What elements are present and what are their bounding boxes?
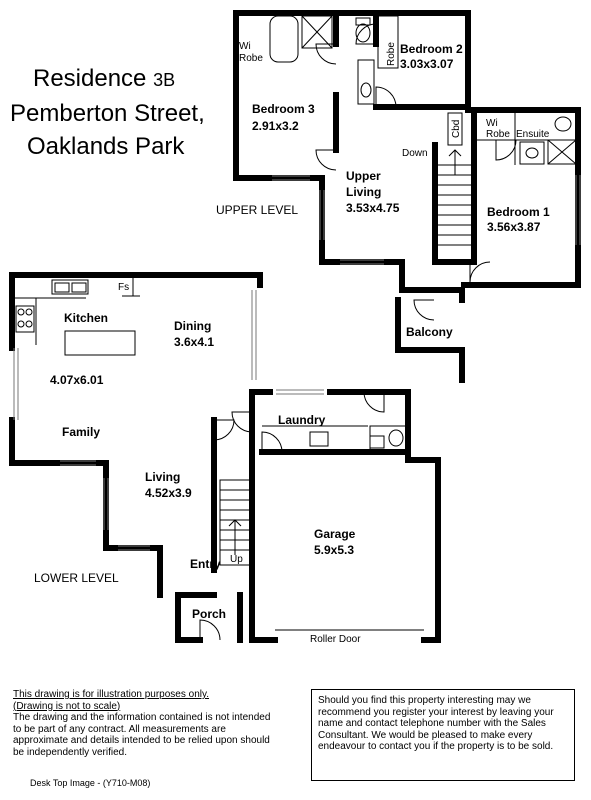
laundry-toilet-icon xyxy=(388,429,404,447)
toilet-icon xyxy=(355,23,371,43)
laundry-name: Laundry xyxy=(278,413,326,427)
entry-name: Entry xyxy=(190,557,221,571)
upper-fixtures xyxy=(269,15,577,165)
title-line2: Pemberton Street, xyxy=(10,100,205,127)
bedroom1-name: Bedroom 1 xyxy=(487,205,550,219)
ensuite-toilet-icon xyxy=(554,116,572,132)
laundry-fixtures xyxy=(262,425,407,451)
kitchen-name: Kitchen xyxy=(64,311,108,325)
upper-stairs xyxy=(436,149,474,261)
robe-label-bed1: Robe xyxy=(486,129,510,140)
garage-name: Garage xyxy=(314,527,356,541)
dining-size: 3.6x4.1 xyxy=(174,335,214,349)
disclaimer-line2: (Drawing is not to scale) xyxy=(13,700,121,712)
laundry-trough-icon xyxy=(309,431,329,447)
kitchen-fixtures xyxy=(15,277,140,356)
lower-level-label: LOWER LEVEL xyxy=(34,571,119,585)
lower-doors xyxy=(199,391,385,641)
bedroom2-size: 3.03x3.07 xyxy=(400,57,454,71)
disclaimer: This drawing is for illustration purpose… xyxy=(13,689,278,758)
family-size: 4.07x6.01 xyxy=(50,373,104,387)
bedroom3-size: 2.91x3.2 xyxy=(252,119,299,133)
lower-windows xyxy=(13,290,424,631)
roller-door-label: Roller Door xyxy=(310,634,361,645)
wi-label-bed3: Wi xyxy=(239,41,251,52)
shower-icon xyxy=(301,15,333,49)
family-name: Family xyxy=(62,425,100,439)
lower-level-walls xyxy=(9,272,441,643)
upper-living-name-2: Living xyxy=(346,185,381,199)
upper-windows xyxy=(272,175,581,265)
dining-name: Dining xyxy=(174,319,211,333)
robe-bedroom2 xyxy=(377,15,399,69)
bath-icon xyxy=(269,15,299,63)
bedroom2-name: Bedroom 2 xyxy=(400,42,463,56)
balcony-name: Balcony xyxy=(406,325,453,339)
disclaimer-body: The drawing and the information containe… xyxy=(13,712,271,758)
garage-size: 5.9x5.3 xyxy=(314,543,354,557)
upper-living-size: 3.53x4.75 xyxy=(346,201,400,215)
upper-level-label: UPPER LEVEL xyxy=(216,203,298,217)
cooktop-icon xyxy=(15,305,35,333)
up-label: Up xyxy=(230,554,243,565)
ensuite-shower-icon xyxy=(547,139,577,165)
cbd-label: Cbd xyxy=(451,120,462,138)
ensuite-label: Ensuite xyxy=(516,129,550,140)
footer-ref: Desk Top Image - (Y710-M08) xyxy=(30,778,151,788)
fs-label: Fs xyxy=(118,282,129,293)
wi-label-bed1: Wi xyxy=(486,118,498,129)
disclaimer-line1: This drawing is for illustration purpose… xyxy=(13,689,210,700)
vanity-icon xyxy=(357,59,375,105)
upper-living-name-1: Upper xyxy=(346,169,381,183)
contact-box-text: Should you find this property interestin… xyxy=(318,695,554,752)
porch-name: Porch xyxy=(192,607,226,621)
upper-level-walls xyxy=(233,10,581,383)
contact-box: Should you find this property interestin… xyxy=(311,689,575,781)
basin-icon xyxy=(360,82,372,98)
living-name: Living xyxy=(145,470,180,484)
lower-stairs xyxy=(219,479,251,566)
title-line3: Oaklands Park xyxy=(27,133,185,160)
robe-label-bed3: Robe xyxy=(239,53,263,64)
cbd-box xyxy=(447,112,463,146)
bedroom1-size: 3.56x3.87 xyxy=(487,220,541,234)
ensuite-vanity-icon xyxy=(519,141,545,165)
living-size: 4.52x3.9 xyxy=(145,486,192,500)
down-label: Down xyxy=(402,148,428,159)
kitchen-island xyxy=(64,330,136,356)
bedroom3-name: Bedroom 3 xyxy=(252,102,315,116)
upper-doors xyxy=(315,23,491,321)
sink-icon xyxy=(51,279,89,295)
title-line1: Residence 3B xyxy=(33,65,175,92)
robe-label-bed2: Robe xyxy=(386,42,397,66)
